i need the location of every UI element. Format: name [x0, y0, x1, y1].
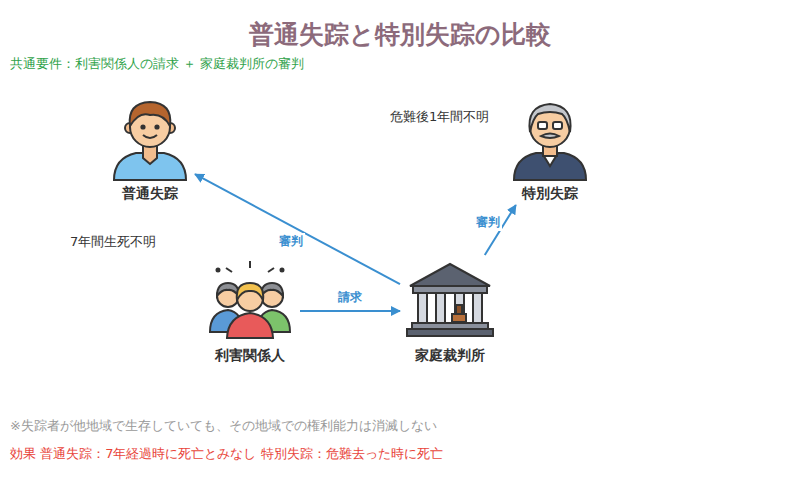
flow-arrow — [195, 174, 400, 284]
note-text: ※失踪者が他地域で生存していても、その地域での権利能力は消滅しない — [10, 417, 437, 435]
node-label: 特別失踪 — [505, 185, 595, 203]
arrow-label: 審判 — [277, 233, 305, 250]
node-label: 利害関係人 — [200, 347, 300, 365]
diagram-title: 普通失踪と特別失踪の比較 — [0, 18, 800, 51]
young-person-icon — [114, 102, 186, 180]
icon-node: 家庭裁判所 — [400, 255, 500, 367]
note-text: 共通要件：利害関係人の請求 ＋ 家庭裁判所の審判 — [10, 55, 304, 73]
elderly-person-icon — [514, 104, 586, 180]
note-text: 効果 普通失踪：7年経過時に死亡とみなし 特別失踪：危難去った時に死亡 — [10, 445, 443, 463]
note-text: 危難後1年間不明 — [390, 108, 489, 126]
arrow-label: 請求 — [336, 289, 364, 306]
arrow-label: 審判 — [474, 214, 502, 231]
node-label: 普通失踪 — [105, 185, 195, 203]
icon-node: 利害関係人 — [200, 255, 300, 367]
icon-node: 普通失踪 — [105, 95, 195, 205]
node-label: 家庭裁判所 — [400, 347, 500, 365]
court-building-icon — [407, 264, 493, 336]
icon-node: 特別失踪 — [505, 95, 595, 205]
note-text: 7年間生死不明 — [70, 233, 156, 251]
flow-arrow — [300, 310, 400, 312]
stakeholder-group-icon — [210, 261, 290, 338]
